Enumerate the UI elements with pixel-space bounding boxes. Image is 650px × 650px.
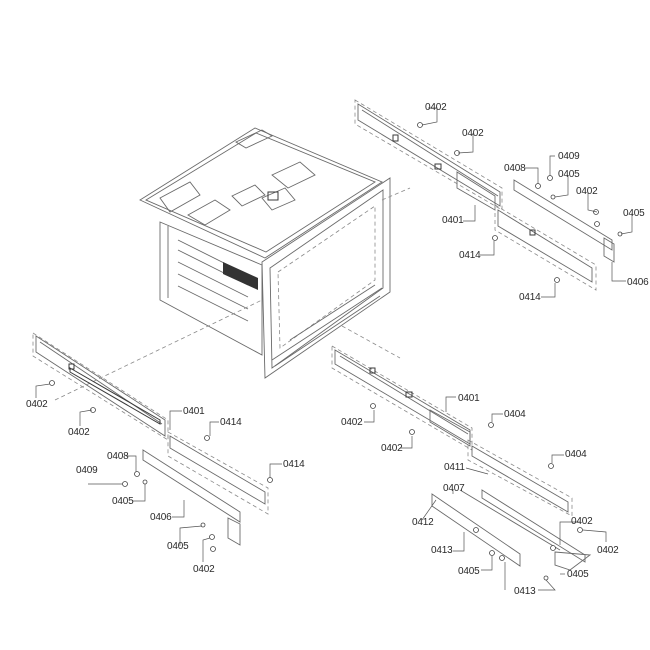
part-label-0414: 0414 <box>459 250 481 261</box>
part-label-0413: 0413 <box>514 586 536 597</box>
part-label-0409: 0409 <box>558 151 580 162</box>
part-label-0402: 0402 <box>381 443 403 454</box>
part-label-0413: 0413 <box>431 545 453 556</box>
part-label-0405: 0405 <box>623 208 645 219</box>
oven-cabinet <box>139 127 391 379</box>
part-label-0406: 0406 <box>150 512 172 523</box>
part-label-0405: 0405 <box>458 566 480 577</box>
projection-line <box>381 187 411 201</box>
projection-line <box>341 325 401 359</box>
part-label-0405: 0405 <box>558 169 580 180</box>
upper-right-slide-assembly <box>354 99 633 298</box>
part-label-0402: 0402 <box>68 427 90 438</box>
part-label-0402: 0402 <box>26 399 48 410</box>
part-label-0404: 0404 <box>565 449 587 460</box>
part-label-0406: 0406 <box>627 277 649 288</box>
part-label-0405: 0405 <box>167 541 189 552</box>
lower-left-slide-assembly <box>32 332 282 562</box>
part-label-0405: 0405 <box>112 496 134 507</box>
part-label-0405: 0405 <box>567 569 589 580</box>
part-label-0408: 0408 <box>504 163 526 174</box>
part-label-0402: 0402 <box>193 564 215 575</box>
part-label-0401: 0401 <box>458 393 480 404</box>
part-label-0414: 0414 <box>283 459 305 470</box>
part-label-0412: 0412 <box>412 517 434 528</box>
part-label-0402: 0402 <box>462 128 484 139</box>
part-label-0402: 0402 <box>576 186 598 197</box>
part-label-0407: 0407 <box>443 483 465 494</box>
part-label-0411: 0411 <box>444 462 465 473</box>
part-label-0402: 0402 <box>425 102 447 113</box>
part-label-0402: 0402 <box>597 545 619 556</box>
part-label-0408: 0408 <box>107 451 129 462</box>
part-label-0414: 0414 <box>220 417 242 428</box>
part-label-0401: 0401 <box>442 215 464 226</box>
part-label-0414: 0414 <box>519 292 541 303</box>
part-label-0402: 0402 <box>341 417 363 428</box>
part-label-0404: 0404 <box>504 409 526 420</box>
part-label-0402: 0402 <box>571 516 593 527</box>
lower-right-slide-assembly <box>331 345 607 591</box>
part-label-0401: 0401 <box>183 406 205 417</box>
part-label-0409: 0409 <box>76 465 98 476</box>
